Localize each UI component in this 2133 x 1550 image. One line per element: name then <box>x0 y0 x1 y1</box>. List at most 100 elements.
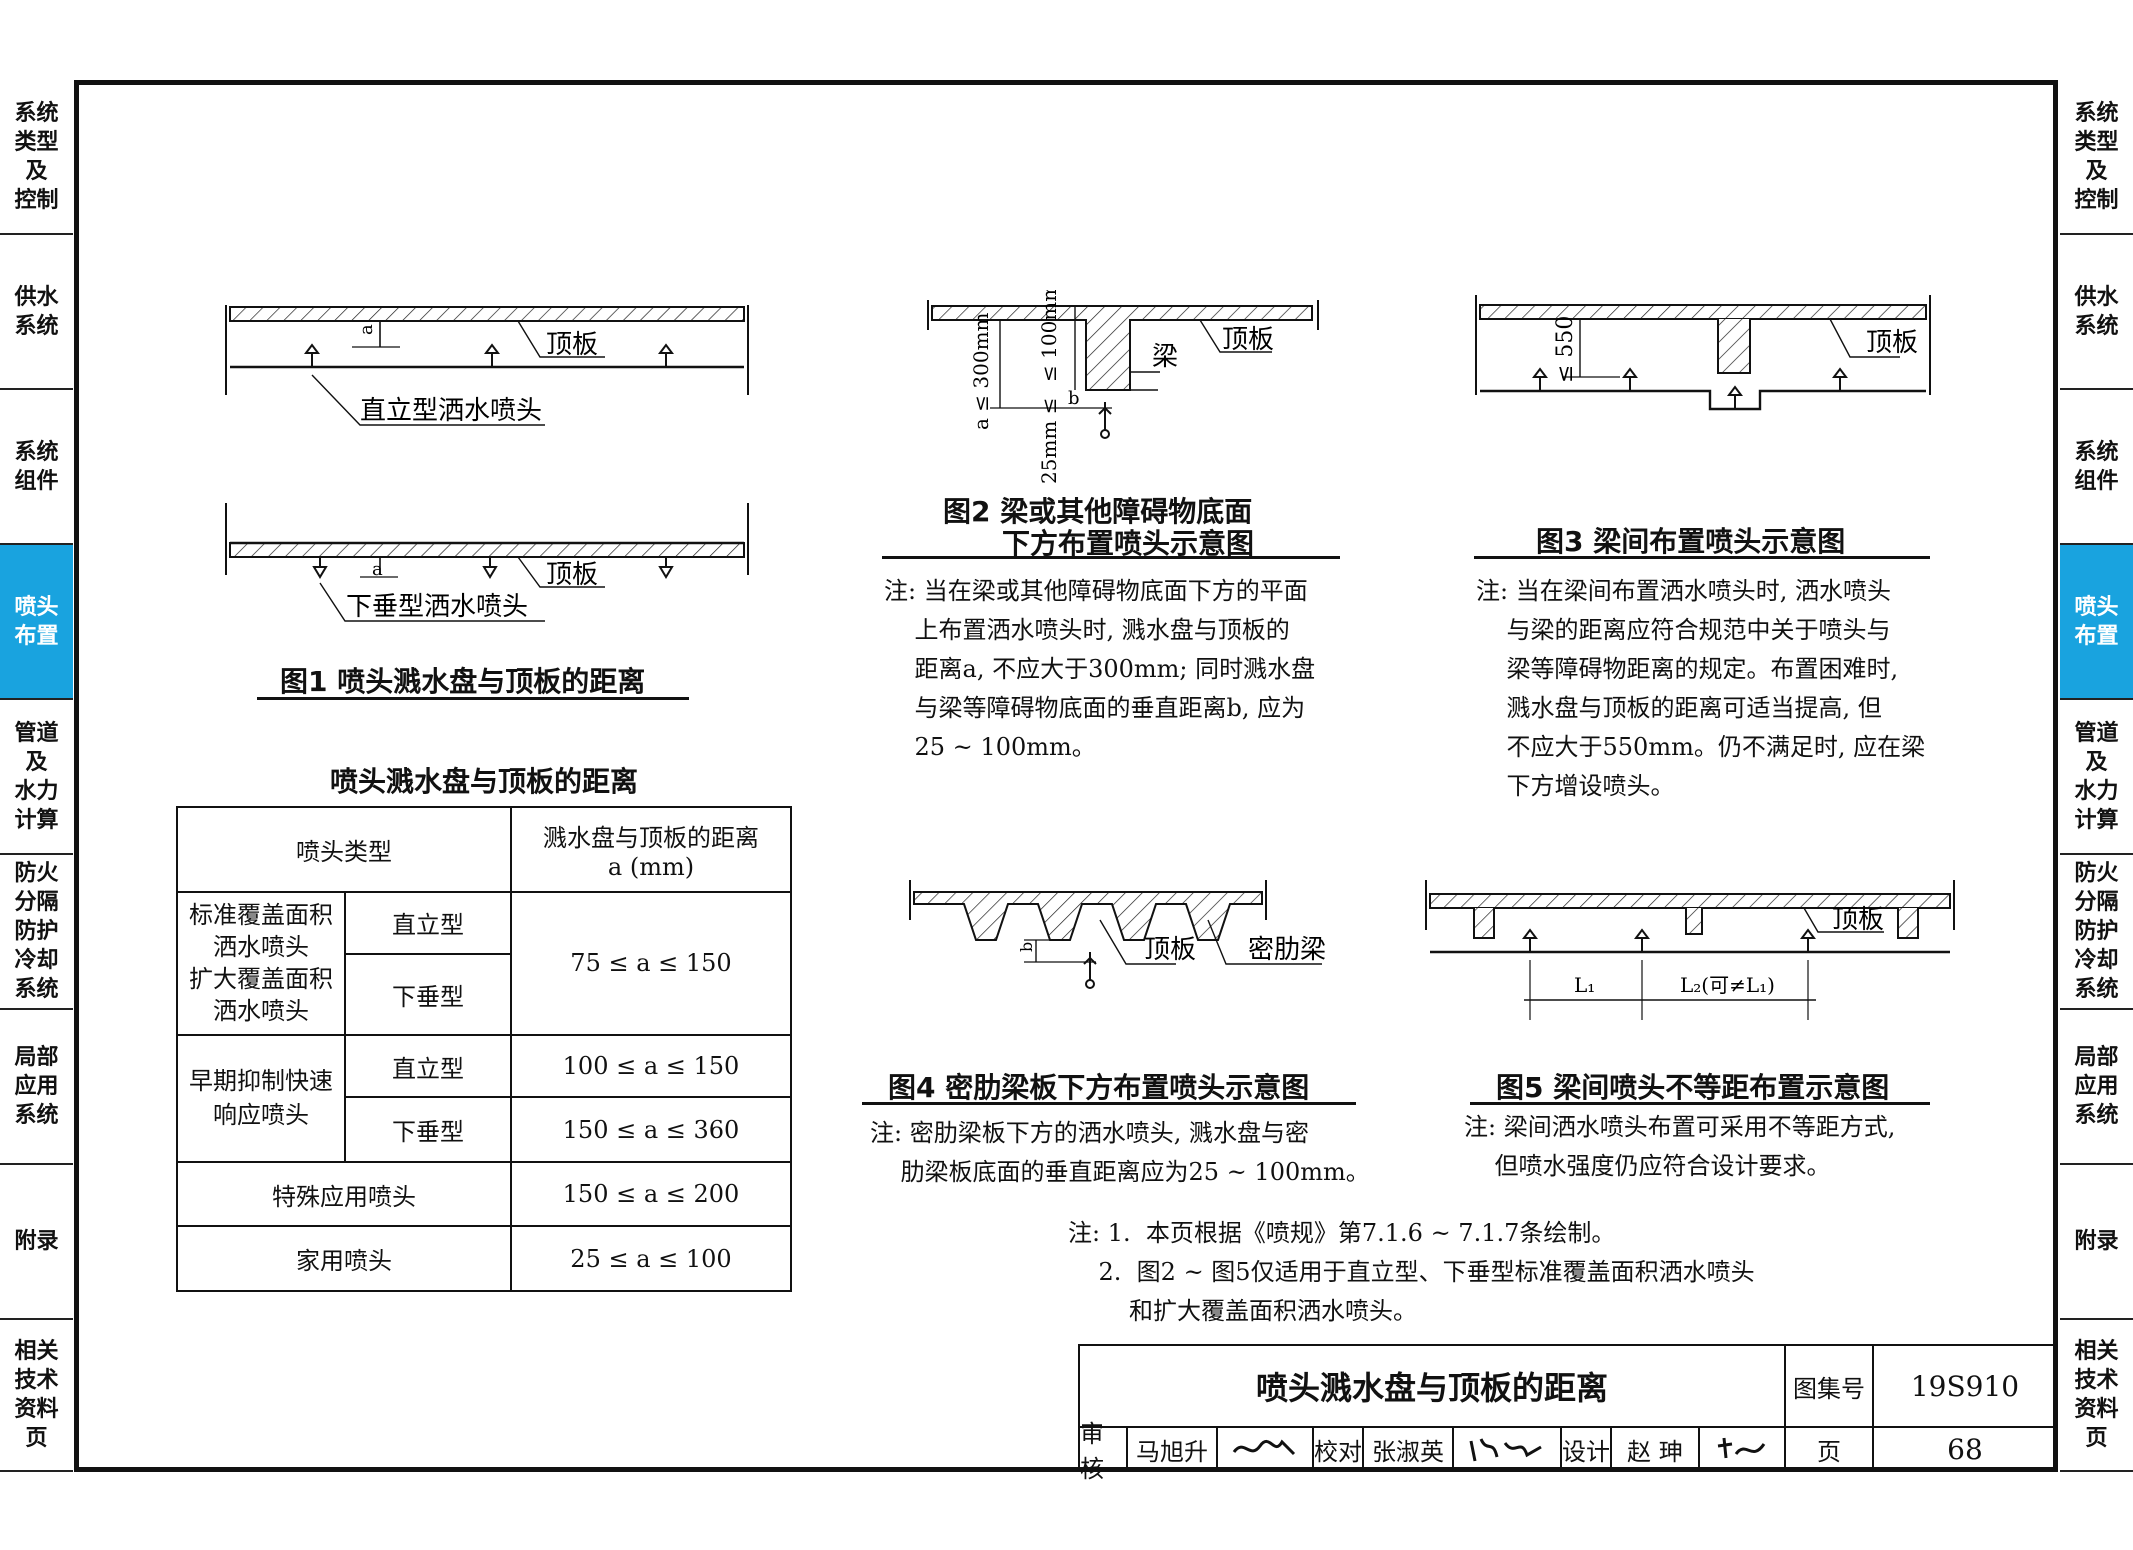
fig3-ceiling-slab <box>1479 304 1927 320</box>
fig3-dim: ≤ 550 <box>1553 316 1578 383</box>
table-title: 喷头溅水盘与顶板的距离 <box>330 765 639 798</box>
left-tab-sprinkler-layout[interactable]: 喷头 布置 <box>0 545 73 700</box>
cell-special-value: 150 ≤ a ≤ 200 <box>510 1160 792 1228</box>
figure-3-caption: 图3 梁间布置喷头示意图 <box>1536 525 1846 558</box>
header-sprinkler-type: 喷头类型 <box>176 806 512 893</box>
fig3-label-ceiling: 顶板 <box>1866 328 1918 358</box>
figure-2-note: 注: 当在梁或其他障碍物底面下方的平面 上布置洒水喷头时, 溅水盘与顶板的 距离… <box>884 577 1316 761</box>
cell-std-value: 75 ≤ a ≤ 150 <box>510 890 792 1036</box>
left-tab-system-type[interactable]: 系统 类型 及 控制 <box>0 80 73 235</box>
fig1-ceiling-slab-bottom <box>229 542 745 558</box>
fig4-ribbed-slab <box>913 891 1263 941</box>
cell-esfr-pendent-value: 150 ≤ a ≤ 360 <box>510 1096 792 1163</box>
title-block-atlas-label: 图集号 <box>1784 1344 1874 1428</box>
left-tab-appendix[interactable]: 附录 <box>0 1165 73 1320</box>
figure-1-drawing: a 顶板 直立型洒水喷头 a 顶板 下垂型洒水喷头 <box>225 305 749 622</box>
figure-4-drawing: b 顶板 密肋梁 <box>909 880 1326 989</box>
fig1-pendent-sprinklers <box>312 557 674 579</box>
cell-std-upright: 直立型 <box>344 890 512 956</box>
right-tab-sprinkler-layout[interactable]: 喷头 布置 <box>2060 545 2133 700</box>
title-block-checker: 张淑英 <box>1362 1426 1454 1472</box>
left-tab-related-docs[interactable]: 相关 技术 资料 页 <box>0 1320 73 1472</box>
figure-5-caption-underline <box>1470 1102 1930 1105</box>
fig1-label-upright: 直立型洒水喷头 <box>360 396 542 426</box>
title-block-atlas-no: 19S910 <box>1872 1344 2058 1428</box>
cell-esfr-upright-value: 100 ≤ a ≤ 150 <box>510 1033 792 1099</box>
fig3-beam <box>1717 319 1751 374</box>
figure-2-caption-line1: 图2 梁或其他障碍物底面 <box>943 495 1253 528</box>
cell-std-pendent: 下垂型 <box>344 953 512 1036</box>
title-block: 喷头溅水盘与顶板的距离 图集号 19S910 审核 马旭升 校对 张淑英 设计 … <box>1078 1344 2058 1483</box>
fig1-ceiling-slab-top <box>229 306 745 322</box>
right-tab-water-supply[interactable]: 供水 系统 <box>2060 235 2133 390</box>
figure-4-caption-underline <box>862 1102 1356 1105</box>
right-tab-local-application[interactable]: 局部 应用 系统 <box>2060 1010 2133 1165</box>
header-distance-line2: a (mm) <box>607 852 695 881</box>
title-block-page-no: 68 <box>1872 1426 2058 1472</box>
right-tab-appendix[interactable]: 附录 <box>2060 1165 2133 1320</box>
figure-2-caption-underline <box>882 556 1340 559</box>
right-tab-components[interactable]: 系统 组件 <box>2060 390 2133 545</box>
cell-esfr-pendent: 下垂型 <box>344 1096 512 1163</box>
fig5-dim-l1: L₁ <box>1574 973 1595 997</box>
right-tab-system-type[interactable]: 系统 类型 及 控制 <box>2060 80 2133 235</box>
fig1-dim-a-bottom: a <box>372 559 383 580</box>
title-block-design-label: 设计 <box>1560 1426 1612 1472</box>
page-notes: 注: 1. 本页根据《喷规》第7.1.6 ~ 7.1.7条绘制。 2. 图2 ~… <box>1068 1219 1755 1325</box>
fig5-beams <box>1473 908 1919 939</box>
left-tab-local-application[interactable]: 局部 应用 系统 <box>0 1010 73 1165</box>
header-distance: 溅水盘与顶板的距离 a (mm) <box>510 806 792 893</box>
left-tab-fire-separation[interactable]: 防火 分隔 防护 冷却 系统 <box>0 855 73 1010</box>
fig2-dim-b-range: 25mm ≤ <box>1037 398 1061 485</box>
fig3-upright-sprinklers <box>1532 367 1848 409</box>
title-block-designer-signature <box>1698 1426 1786 1472</box>
left-tab-water-supply[interactable]: 供水 系统 <box>0 235 73 390</box>
fig2-dim-a: a ≤ 300mm <box>969 312 993 430</box>
drawing-frame <box>74 80 2058 1472</box>
cell-esfr-name: 早期抑制快速 响应喷头 <box>176 1033 346 1163</box>
fig5-label-ceiling: 顶板 <box>1832 905 1884 935</box>
figure-4-caption: 图4 密肋梁板下方布置喷头示意图 <box>888 1071 1310 1104</box>
title-block-designer: 赵 珅 <box>1610 1426 1700 1472</box>
figure-3-note: 注: 当在梁间布置洒水喷头时, 洒水喷头 与梁的距离应符合规范中关于喷头与 梁等… <box>1476 577 1926 800</box>
fig3-floor-line <box>1480 389 1926 411</box>
cell-special-name: 特殊应用喷头 <box>176 1160 512 1228</box>
fig4-label-ceiling: 顶板 <box>1144 935 1196 965</box>
cell-esfr-upright: 直立型 <box>344 1033 512 1099</box>
fig2-dim-beam: ≤ 100mm <box>1037 290 1061 382</box>
left-tab-components[interactable]: 系统 组件 <box>0 390 73 545</box>
header-distance-line1: 溅水盘与顶板的距离 <box>543 823 759 852</box>
figure-4-note: 注: 密肋梁板下方的洒水喷头, 溅水盘与密 肋梁板底面的垂直距离应为25 ~ 1… <box>870 1119 1370 1186</box>
fig1-upright-sprinklers <box>304 343 674 367</box>
right-tab-piping[interactable]: 管道 及 水力 计算 <box>2060 700 2133 855</box>
figure-5-drawing: L₁ L₂(可≠L₁) 顶板 <box>1425 880 1955 1020</box>
title-block-reviewer: 马旭升 <box>1126 1426 1218 1472</box>
figure-1-caption-underline <box>257 697 689 700</box>
figure-5-caption: 图5 梁间喷头不等距布置示意图 <box>1496 1071 1890 1104</box>
fig2-label-ceiling: 顶板 <box>1222 325 1274 355</box>
figure-3-caption-underline <box>1474 556 1930 559</box>
right-tab-fire-separation[interactable]: 防火 分隔 防护 冷却 系统 <box>2060 855 2133 1010</box>
title-block-checker-signature <box>1452 1426 1562 1472</box>
fig4-label-rib: 密肋梁 <box>1248 935 1326 965</box>
cell-home-value: 25 ≤ a ≤ 100 <box>510 1225 792 1292</box>
title-block-reviewer-signature <box>1216 1426 1314 1472</box>
fig4-pendent-sprinkler <box>1083 952 1097 989</box>
fig4-dim-b: b <box>1017 942 1036 952</box>
left-tab-piping[interactable]: 管道 及 水力 计算 <box>0 700 73 855</box>
fig1-label-ceiling-top: 顶板 <box>546 330 598 360</box>
distance-table: 喷头类型 溅水盘与顶板的距离 a (mm) 标准覆盖面积 洒水喷头 扩大覆盖面积… <box>176 806 792 1292</box>
figure-5-note: 注: 梁间洒水喷头布置可采用不等距方式, 但喷水强度仍应符合设计要求。 <box>1464 1113 1896 1180</box>
title-block-page-label: 页 <box>1784 1426 1874 1472</box>
figure-2-caption-line2: 下方布置喷头示意图 <box>1002 527 1255 560</box>
title-block-review-label: 审核 <box>1078 1420 1128 1483</box>
fig2-label-beam: 梁 <box>1152 342 1178 372</box>
title-block-title: 喷头溅水盘与顶板的距离 <box>1078 1344 1786 1428</box>
fig5-upright-sprinklers <box>1522 928 1816 952</box>
fig2-pendent-sprinkler <box>1098 402 1112 439</box>
fig2-dim-b: b <box>1068 388 1080 409</box>
figure-3-drawing: ≤ 550 顶板 <box>1475 295 1931 411</box>
fig1-label-pendent: 下垂型洒水喷头 <box>346 592 528 622</box>
right-tab-related-docs[interactable]: 相关 技术 资料 页 <box>2060 1320 2133 1472</box>
figure-2-drawing: a ≤ 300mm ≤ 100mm b 25mm ≤ 顶板 梁 <box>927 290 1319 485</box>
